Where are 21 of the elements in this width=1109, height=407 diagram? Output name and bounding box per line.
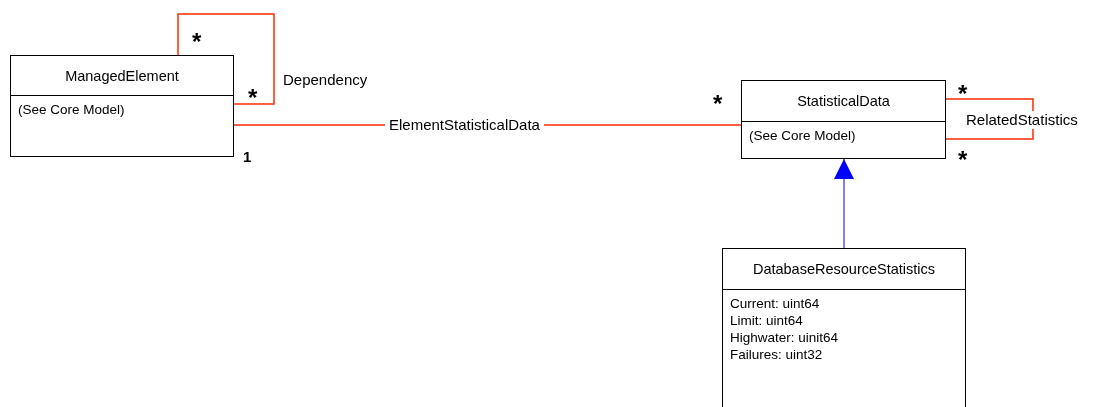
class-box <box>10 55 234 157</box>
class-attribute: Highwater: uinit64 <box>730 330 840 345</box>
arrow <box>834 158 854 249</box>
multiplicity: * <box>192 30 202 54</box>
multiplicity: * <box>958 82 968 106</box>
multiplicity: * <box>958 148 968 172</box>
multiplicity: 1 <box>243 149 252 164</box>
class-box <box>741 80 946 159</box>
class-attribute: Current: uint64 <box>730 296 821 311</box>
multiplicity: * <box>248 86 258 110</box>
class-attribute: (See Core Model) <box>749 128 857 143</box>
association-line <box>945 98 1034 140</box>
class-name: ManagedElement <box>65 67 179 84</box>
class-attribute: Failures: uint32 <box>730 347 824 362</box>
class-name: DatabaseResourceStatistics <box>752 261 936 277</box>
class-name: StatisticalData <box>797 93 890 109</box>
class-attribute: Limit: uint64 <box>730 313 804 328</box>
multiplicity: * <box>713 92 723 116</box>
association-line <box>177 13 275 105</box>
class-box <box>722 248 966 407</box>
class-attribute: (See Core Model) <box>18 102 126 117</box>
